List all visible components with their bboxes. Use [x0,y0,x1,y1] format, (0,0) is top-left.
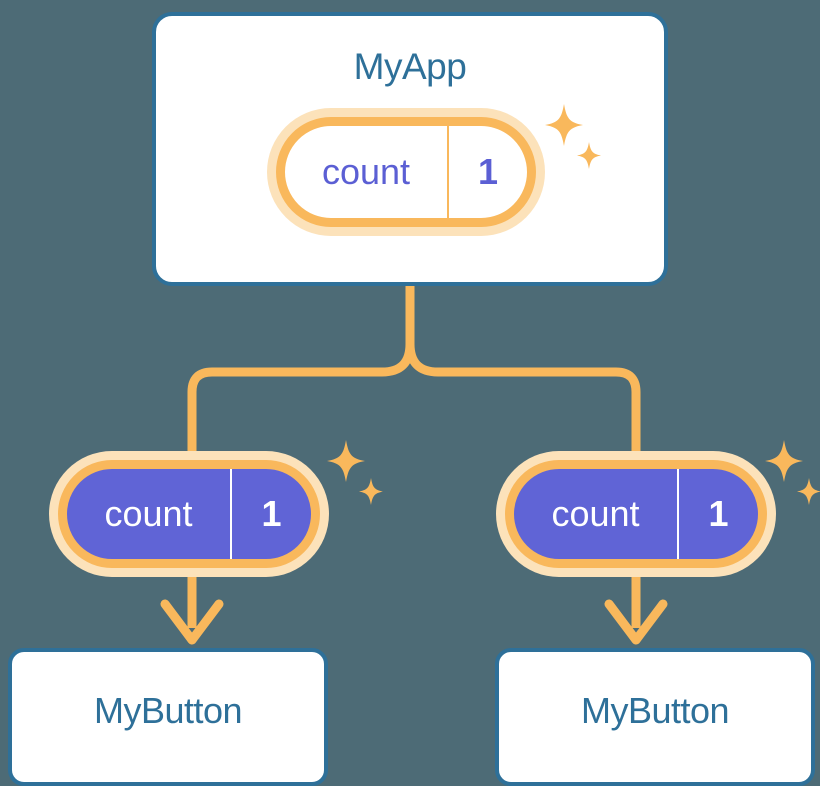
sparkle-icon [327,440,365,482]
state-pill-name: count [321,151,411,192]
sparkle-icon [765,440,803,482]
state-pill-left[interactable]: count 1 [58,460,320,568]
wire-branch-left [187,343,415,452]
state-pill-myapp[interactable]: count 1 [276,117,536,227]
arrow-down-icon-left [160,599,224,645]
sparkle-group-left [327,440,383,505]
component-card-mybutton-right[interactable]: MyButton [495,648,815,786]
state-pill-name: count [551,493,640,534]
state-pill-value: 1 [677,469,758,559]
state-pill-name: count [104,493,193,534]
sparkle-group-right [765,440,820,505]
sparkle-small-icon [359,478,383,505]
diagram-canvas: MyApp count 1 count 1 MyButton count 1 M… [8,12,820,786]
state-pill-value: 1 [230,469,311,559]
component-card-mybutton-left[interactable]: MyButton [8,648,328,786]
component-title: MyButton [580,690,730,731]
wire-branch-right [405,343,641,452]
sparkle-small-icon [797,478,820,505]
arrow-down-icon-right [604,599,668,645]
state-pill-right[interactable]: count 1 [505,460,767,568]
page-title: MyApp [353,46,467,87]
state-pill-value: 1 [447,126,527,218]
component-title: MyButton [93,690,243,731]
